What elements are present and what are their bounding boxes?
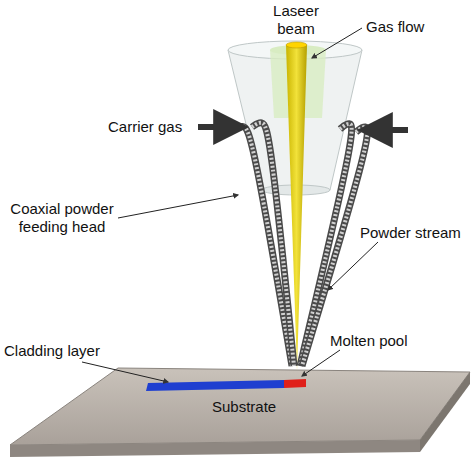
carrier-gas-label: Carrier gas — [108, 118, 182, 136]
powder-stream — [302, 127, 367, 366]
carrier-gas-arrow — [198, 124, 242, 130]
carrier-gas-arrow — [364, 127, 408, 133]
powder-stream — [252, 123, 294, 366]
powder-stream — [252, 123, 294, 366]
powder-stream — [300, 124, 352, 366]
powder-stream-label: Powder stream — [360, 224, 461, 242]
powder-stream — [302, 127, 367, 366]
powder-stream — [300, 124, 352, 366]
nozzle-label: Coaxial powder feeding head — [4, 200, 120, 236]
powder-stream — [232, 123, 367, 366]
substrate-label: Substrate — [212, 398, 276, 416]
cladding-label: Cladding layer — [4, 342, 100, 360]
molten-pool-label: Molten pool — [330, 332, 408, 350]
substrate-plate — [10, 368, 470, 457]
beam-label: Laseer beam — [267, 2, 325, 38]
molten-pool — [284, 379, 306, 388]
gas-flow-label: Gas flow — [366, 18, 424, 36]
leader-lines — [82, 28, 378, 382]
